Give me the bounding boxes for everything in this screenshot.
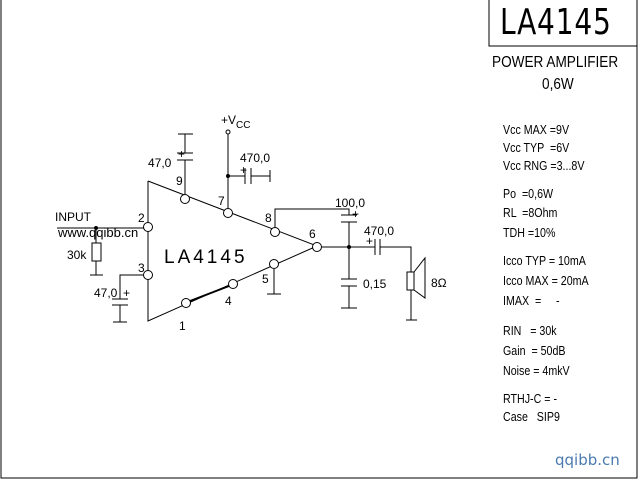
- pin-label: 8: [265, 211, 272, 225]
- pin-circles: [143, 194, 322, 308]
- pin-label: 4: [225, 294, 232, 308]
- pin-7: [223, 208, 233, 218]
- c-pin9-label: 47,0: [148, 156, 172, 170]
- c-vcc-label: 470,0: [240, 151, 270, 165]
- speaker-label: 8Ω: [431, 276, 447, 290]
- pin-9: [180, 194, 190, 204]
- speaker-icon: [406, 271, 415, 291]
- part-number-title: LA4145: [500, 2, 612, 43]
- pin-label: 1: [179, 319, 186, 333]
- c-pin8-label: 100,0: [335, 196, 365, 210]
- plus-sign: +: [366, 234, 373, 248]
- chip-label: LA4145: [164, 247, 248, 268]
- spec-line: RIN = 30k: [503, 323, 557, 338]
- pin-label: 6: [309, 227, 316, 241]
- title-box: [488, 0, 637, 47]
- c-out-label: 470,0: [364, 224, 394, 238]
- c-zobel-label: 0,15: [363, 277, 387, 291]
- pin-label: 9: [176, 174, 183, 188]
- pin-label: 5: [262, 272, 269, 286]
- spec-line: Vcc MAX =9V: [503, 122, 570, 137]
- input-label: INPUT: [55, 210, 92, 224]
- pin-4: [228, 279, 238, 289]
- description: POWER AMPLIFIER: [492, 54, 619, 71]
- plus-sign: +: [123, 286, 130, 300]
- spec-line: Noise = 4mkV: [503, 363, 570, 378]
- spec-line: RTHJ-C = -: [503, 391, 558, 406]
- spec-line: Icco TYP = 10mA: [503, 253, 586, 268]
- spec-line: IMAX = -: [503, 293, 560, 308]
- spec-line: Icco MAX = 20mA: [503, 273, 589, 288]
- pin-label: 3: [138, 261, 145, 275]
- pin-3: [143, 270, 153, 280]
- vcc-label: +VCC: [221, 113, 250, 131]
- pin-6: [312, 242, 322, 252]
- plus-sign: +: [352, 207, 359, 221]
- watermark: qqibb.cn: [555, 451, 620, 469]
- pin-label: 2: [138, 211, 145, 225]
- plus-sign: +: [178, 147, 185, 161]
- spec-line: TDH =10%: [503, 225, 556, 240]
- resistor-icon: [91, 242, 102, 262]
- overlay-url: www.qqibb.cn: [57, 225, 138, 240]
- spec-line: Case SIP9: [503, 409, 560, 424]
- spec-line: Gain = 50dB: [503, 343, 566, 358]
- pin-8: [270, 227, 280, 237]
- spec-line: Vcc RNG =3...8V: [503, 158, 585, 173]
- spec-line: Po =0,6W: [503, 186, 554, 201]
- pin-5: [269, 259, 279, 269]
- c-pin3-label: 47,0: [94, 286, 118, 300]
- spec-line: RL =8Ohm: [503, 205, 558, 220]
- r-in-label: 30k: [67, 248, 87, 262]
- power-rating: 0,6W: [542, 76, 574, 93]
- pin-1: [181, 298, 191, 308]
- pin-label: 7: [218, 194, 225, 208]
- spec-line: Vcc TYP =6V: [503, 140, 570, 155]
- pin-2: [143, 222, 153, 232]
- plus-sign: +: [240, 163, 247, 177]
